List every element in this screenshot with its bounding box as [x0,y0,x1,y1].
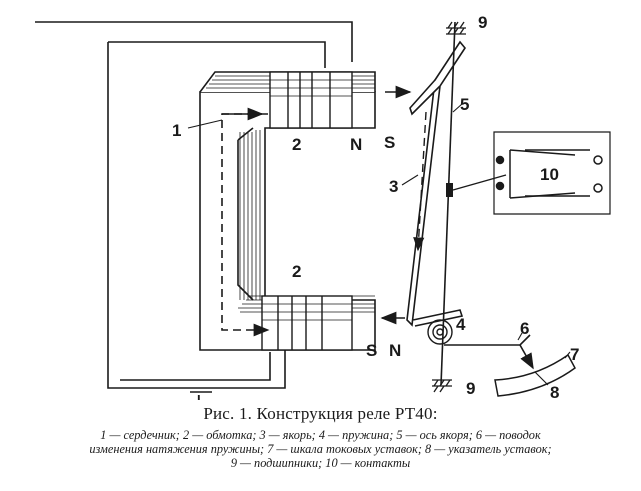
bearing-top [446,21,466,35]
wire-inner [107,42,286,389]
leader-3 [401,174,419,186]
pole-core-bottom: S [366,341,377,360]
label-bearing-top: 9 [478,13,487,32]
wire-left-loop [108,41,326,68]
contact-link [452,174,507,191]
relay-diagram: 1 2 2 3 5 4 6 7 8 9 9 10 N S S N I [35,13,611,400]
armature-flux [413,111,427,252]
legend-line: 9 — подшипники; 10 — контакты [230,456,411,470]
armature [406,40,466,327]
label-spring: 4 [456,315,466,334]
pointer-stem [519,344,534,370]
figure-legend: 1 — сердечник; 2 — обмотка; 3 — якорь; 4… [0,428,641,470]
wire-outer [35,21,353,62]
pole-core-top: N [350,135,362,154]
leader-5 [452,103,463,113]
scale [494,353,576,397]
winding-bottom [261,295,353,351]
label-core: 1 [172,121,181,140]
leader-1 [187,119,223,129]
pole-armature-top: S [384,133,395,152]
leader-6 [517,332,523,341]
label-axis: 5 [460,95,469,114]
spring [427,319,453,345]
label-armature: 3 [389,177,398,196]
pole-armature-bottom: N [389,341,401,360]
winding-top [269,71,353,129]
contacts [493,131,611,215]
figure-caption-title: Рис. 1. Конструкция реле РТ40: [203,404,438,423]
label-scale: 7 [570,345,579,364]
leader-8 [534,371,549,386]
armature-contact-pin [446,183,453,197]
label-bearing-bottom: 9 [466,379,475,398]
bearing-bottom [432,379,452,393]
label-lever: 6 [520,319,529,338]
label-contacts: 10 [540,165,559,184]
label-winding-bottom: 2 [292,262,301,281]
axis-line [440,21,456,386]
lever [444,334,531,346]
legend-line: 1 — сердечник; 2 — обмотка; 3 — якорь; 4… [100,428,541,442]
label-winding-top: 2 [292,135,301,154]
leader-7 [564,351,571,359]
label-pointer: 8 [550,383,559,400]
ground-label: I [197,392,201,400]
wire-return [120,352,271,381]
legend-line: изменения натяжения пружины; 7 — шкала т… [89,442,552,456]
